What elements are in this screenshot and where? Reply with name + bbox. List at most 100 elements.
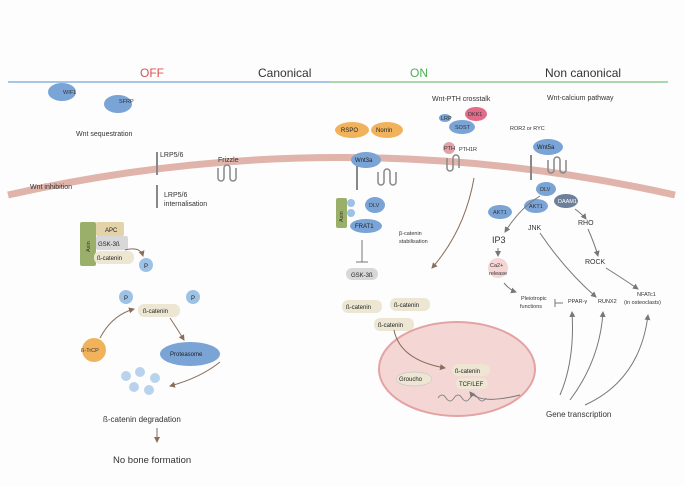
proteasome-label: Proteasome [170,352,203,358]
beta-catenin-label-1: ß-catenin [97,256,122,262]
dkk1-molecule [465,107,487,121]
on-gsk3b-block [346,268,378,280]
to-proteasome-arrow [169,317,185,341]
wnt3a-label: Wnt3a [355,158,373,164]
groucho-molecule [395,371,433,387]
dkk1-label: DKK1 [468,112,482,118]
canonical-header: Canonical [258,66,311,80]
wnt3a-molecule [351,152,381,168]
frat1-molecule [350,219,382,233]
sfrp-molecule [104,95,132,113]
phosphate-label-1: P [144,264,148,270]
beta-catenin-phosph [138,304,180,317]
noncanonical-header: Non canonical [545,66,621,80]
wnt-calcium-label: Wnt-calcium pathway [547,95,614,102]
rspo-molecule [335,122,369,138]
on-header: ON [410,66,428,80]
no-bone-label: No bone formation [113,455,191,466]
phosphate-2 [119,290,133,304]
runx2-label: RUNX2 [598,299,617,305]
rspo-label: RSPO [341,128,358,134]
wnt5a-molecule [533,139,563,155]
btrcp-molecule [82,338,106,362]
ppar-label: PPAR-γ [568,299,587,305]
lrp56-label: LRP5/6 [160,152,183,159]
groucho-label: Groucho [399,377,423,383]
transcription-arrow-1 [469,391,521,400]
on-beta-catenin-3 [374,318,414,331]
frizzle-label: Frizzle [218,157,239,164]
btrcp-arrow [99,307,135,339]
calcium-ion [488,258,508,278]
akt1-label-1: AKT1 [493,210,507,216]
axin-label: Axin [86,241,92,252]
wnt5a-label: Wnt5a [537,145,555,151]
rock-label: ROCK [585,259,606,266]
akt1-molecule-1 [488,205,512,219]
on-phosphate-2 [347,209,355,217]
nfatc1-label: NFATc1(in osteoclasts) [624,292,661,306]
phosphate-label-3: P [191,296,195,302]
daam1-label: DAAM1 [558,199,577,205]
phosphate-1 [139,258,153,272]
degradation-label: ß-catenin degradation [103,415,181,424]
axin-block [80,222,96,266]
ca-release-label: Ca2+release [489,263,507,277]
on-dlv-label: DLV [369,203,380,209]
sfrp-label: SFRP [119,99,134,105]
norrin-molecule [371,122,403,138]
nuclear-beta-catenin [452,364,490,376]
to-ip3-arrow [504,195,541,233]
btrcp-label: ß-TrCP [81,348,99,354]
gsk3b-label: GSK-3ß [98,242,120,248]
transcription-arrow-4 [584,314,651,406]
degraded-fragments [121,367,160,395]
apc-block [96,222,124,236]
on-beta-catenin-label-3: ß-catenin [378,323,403,329]
wnt-sequestration-label: Wnt sequestration [76,131,133,138]
on-axin-block [336,198,347,228]
jnk-to-runx2-arrow [539,232,597,298]
pth1r-label: PTH1R [459,147,477,153]
phosphate-3 [186,290,200,304]
rho-to-rock-arrow [587,228,600,257]
on-axin-label: Axin [339,211,345,222]
nc-dlv-label: DLV [540,187,551,193]
degradation-arrow [169,361,221,388]
on-beta-catenin-2 [390,298,430,311]
on-frizzle-receptor [377,168,397,186]
daam1-to-rho-arrow [574,208,587,220]
transcription-arrow-3 [569,311,606,401]
nuclear-import-arrow [393,329,446,371]
on-phosphate-1 [347,199,355,207]
frat1-label: FRAT1 [355,224,374,230]
daam1-molecule [554,194,578,208]
pth-molecule [443,142,455,154]
jnk-label: JNK [528,225,542,232]
sost-molecule [449,120,475,134]
nc-dlv-molecule [536,182,556,196]
ror-label: ROR2 or RYC [510,126,545,132]
beta-catenin-complex [94,251,134,264]
rho-label: RHO [578,220,594,227]
pth-stabilisation-arrow [431,177,475,269]
on-beta-catenin-label-2: ß-catenin [394,303,419,309]
gene-transcription-label: Gene transcription [546,410,611,419]
transcription-arrow-2 [559,311,576,396]
gsk3b-block [96,236,128,250]
off-header: OFF [140,66,164,80]
phosphate-label-2: P [124,296,128,302]
on-dlv-molecule [365,197,385,213]
wif1-molecule [48,83,76,101]
rock-to-nfatc1-arrow [605,267,639,290]
lrp-small [439,114,451,122]
nc-frizzle-receptor [547,156,567,174]
norrin-label: Norrin [376,128,392,134]
akt1-label-2: AKT1 [529,204,543,210]
nuclear-beta-catenin-label: ß-catenin [455,369,480,375]
